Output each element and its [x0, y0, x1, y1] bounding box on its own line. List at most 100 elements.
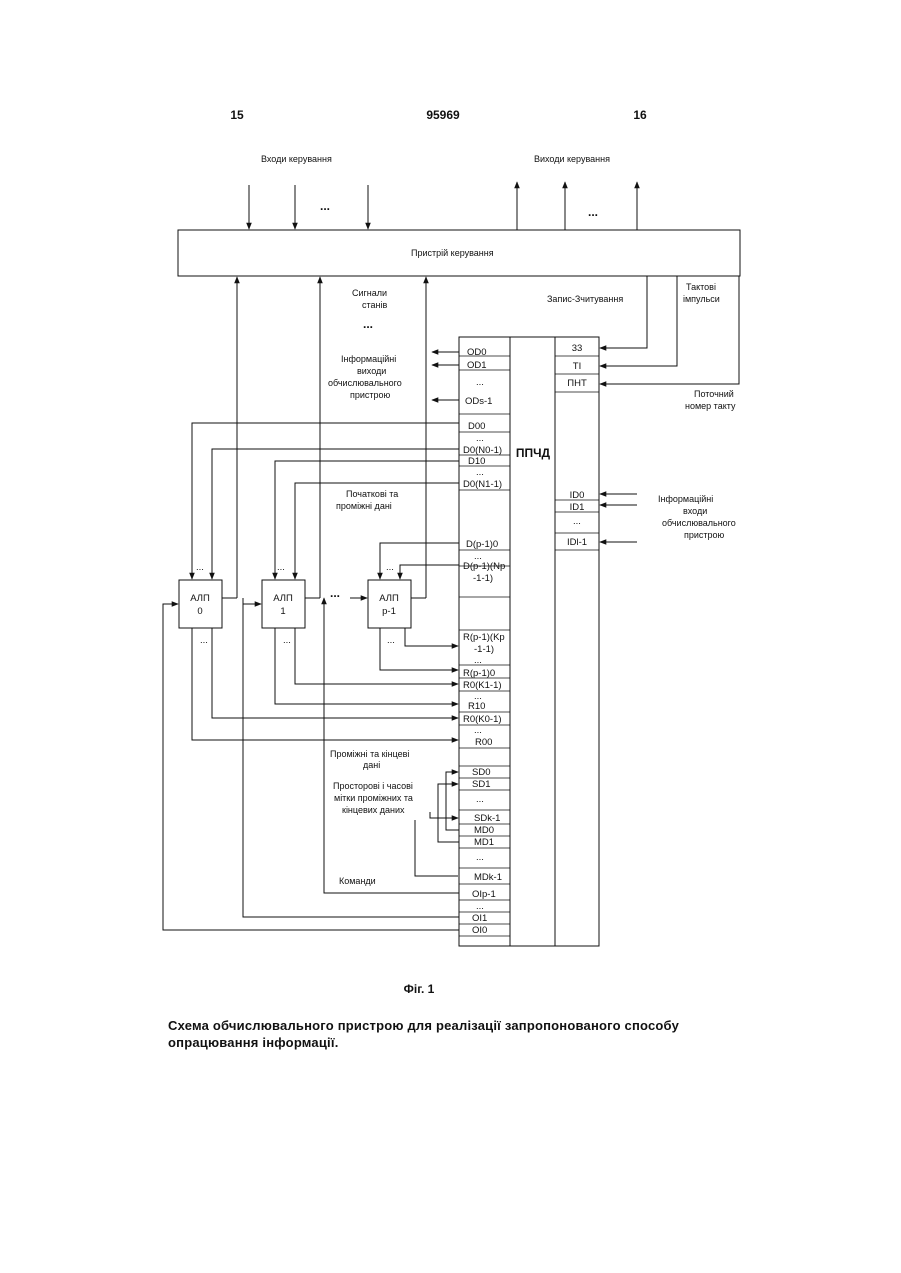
cell-id1: ID1	[570, 502, 585, 513]
intermediate-data-label-1: Проміжні та кінцеві	[330, 749, 409, 759]
alu-1-input-dots: ...	[277, 562, 285, 573]
cell-r0-dots: ...	[474, 725, 482, 736]
info-outputs-label-4: пристрою	[350, 390, 391, 400]
cell-rpk-line2: -1-1)	[474, 644, 494, 655]
control-inputs-dots: ...	[320, 199, 330, 213]
alu-0-index: 0	[197, 606, 202, 617]
marks-label-3: кінцевих даних	[342, 805, 405, 815]
alu-1-output-dots: ...	[283, 635, 291, 646]
cell-sd1: SD1	[472, 779, 490, 790]
info-outputs-label-1: Інформаційні	[341, 354, 396, 364]
alu-1-index: 1	[280, 606, 285, 617]
alu-p-1-output-dots: ...	[387, 635, 395, 646]
cell-ods-1: ODs-1	[465, 396, 492, 407]
memory-label: ППЧД	[516, 446, 551, 460]
cell-ti: TI	[573, 361, 581, 372]
clock-label-1: Тактові	[686, 282, 716, 292]
page-number-left: 15	[230, 108, 244, 122]
patent-number: 95969	[426, 108, 460, 122]
alu-1-label: АЛП	[273, 593, 293, 604]
alu-0-output-dots: ...	[200, 635, 208, 646]
info-outputs-label-3: обчислювального	[328, 378, 402, 388]
info-inputs-label-1: Інформаційні	[658, 494, 713, 504]
write-read-label: Запис-Зчитування	[547, 294, 623, 304]
cell-md0: MD0	[474, 825, 494, 836]
cell-d1-dots: ...	[476, 467, 484, 478]
current-tick-label-2: номер такту	[685, 401, 736, 411]
page-number-right: 16	[633, 108, 647, 122]
control-outputs-dots: ...	[588, 205, 598, 219]
marks-label-1: Просторові і часові	[333, 781, 413, 791]
cell-d0-n1: D0(N1-1)	[463, 479, 502, 490]
cell-sd0: SD0	[472, 767, 490, 778]
alu-1: АЛП 1	[262, 580, 305, 628]
alu-0-input-dots: ...	[196, 562, 204, 573]
control-device-label: Пристрій керування	[411, 248, 494, 258]
cell-r0-k0: R0(K0-1)	[463, 714, 502, 725]
alu-chain-dots: ...	[330, 586, 340, 600]
cell-rpk-line1: R(p-1)(Kp	[463, 632, 505, 643]
initial-data-label-2: проміжні дані	[336, 501, 392, 511]
alu-p-1: АЛП р-1	[368, 580, 411, 628]
info-outputs-label-2: виходи	[357, 366, 386, 376]
figure-caption: Схема обчислювального пристрою для реалі…	[168, 1017, 768, 1051]
alu-0-label: АЛП	[190, 593, 210, 604]
state-signals-label-2: станів	[362, 300, 387, 310]
control-inputs-label: Входи керування	[261, 154, 332, 164]
cell-dpn-line1: D(p-1)(Np	[463, 561, 505, 572]
cell-dpn-line2: -1-1)	[473, 573, 493, 584]
info-input-arrows	[600, 494, 637, 542]
cell-d10: D10	[468, 456, 485, 467]
cell-dp0: D(p-1)0	[466, 539, 498, 550]
control-input-arrows	[249, 185, 368, 229]
command-lines	[163, 598, 459, 930]
cell-d0-dots: ...	[476, 433, 484, 444]
cell-sd-dots: ...	[476, 794, 484, 805]
state-signal-lines	[237, 277, 426, 598]
cell-od0: OD0	[467, 347, 487, 358]
figure-label: Фіг. 1	[0, 982, 838, 996]
clock-label-2: імпульси	[683, 294, 720, 304]
cell-id-dots: ...	[573, 516, 581, 527]
cell-od-dots: ...	[476, 377, 484, 388]
cell-rp-dots: ...	[474, 655, 482, 666]
cell-sdk-1: SDk-1	[474, 813, 500, 824]
state-signals-dots: ...	[363, 317, 373, 331]
cell-d00: D00	[468, 421, 485, 432]
cell-od1: OD1	[467, 360, 487, 371]
cell-mdk-1: MDk-1	[474, 872, 502, 883]
info-output-arrows	[432, 352, 459, 400]
alu-data-input-lines	[192, 423, 459, 579]
control-outputs-label: Виходи керування	[534, 154, 610, 164]
cell-d0-n0: D0(N0-1)	[463, 445, 502, 456]
cell-r10: R10	[468, 701, 485, 712]
cell-pnt: ПНТ	[567, 378, 587, 389]
current-tick-label-1: Поточний	[694, 389, 734, 399]
intermediate-data-label-2: дані	[363, 760, 380, 770]
cell-oi0: OI0	[472, 925, 487, 936]
marks-lines	[415, 772, 459, 876]
marks-label-2: мітки проміжних та	[334, 793, 413, 803]
alu-result-lines	[192, 628, 458, 740]
cell-oi-dots: ...	[476, 901, 484, 912]
control-memory-links	[600, 276, 739, 384]
cell-oi1: OI1	[472, 913, 487, 924]
alu-p-1-input-dots: ...	[386, 562, 394, 573]
info-inputs-label-4: пристрою	[684, 530, 725, 540]
cell-id0: ID0	[570, 490, 585, 501]
cell-r0-k1: R0(K1-1)	[463, 680, 502, 691]
cell-oip-1: OIp-1	[472, 889, 496, 900]
cell-md1: MD1	[474, 837, 494, 848]
commands-label: Команди	[339, 876, 376, 886]
initial-data-label-1: Початкові та	[346, 489, 398, 499]
info-inputs-label-2: входи	[683, 506, 707, 516]
cell-33: 33	[572, 343, 583, 354]
cell-rp0: R(p-1)0	[463, 668, 495, 679]
state-signals-label-1: Сигнали	[352, 288, 387, 298]
alu-0: АЛП 0	[179, 580, 222, 628]
alu-p-1-index: р-1	[382, 606, 396, 617]
alu-p-1-label: АЛП	[379, 593, 399, 604]
cell-md-dots: ...	[476, 852, 484, 863]
cell-idl-1: IDl-1	[567, 537, 587, 548]
